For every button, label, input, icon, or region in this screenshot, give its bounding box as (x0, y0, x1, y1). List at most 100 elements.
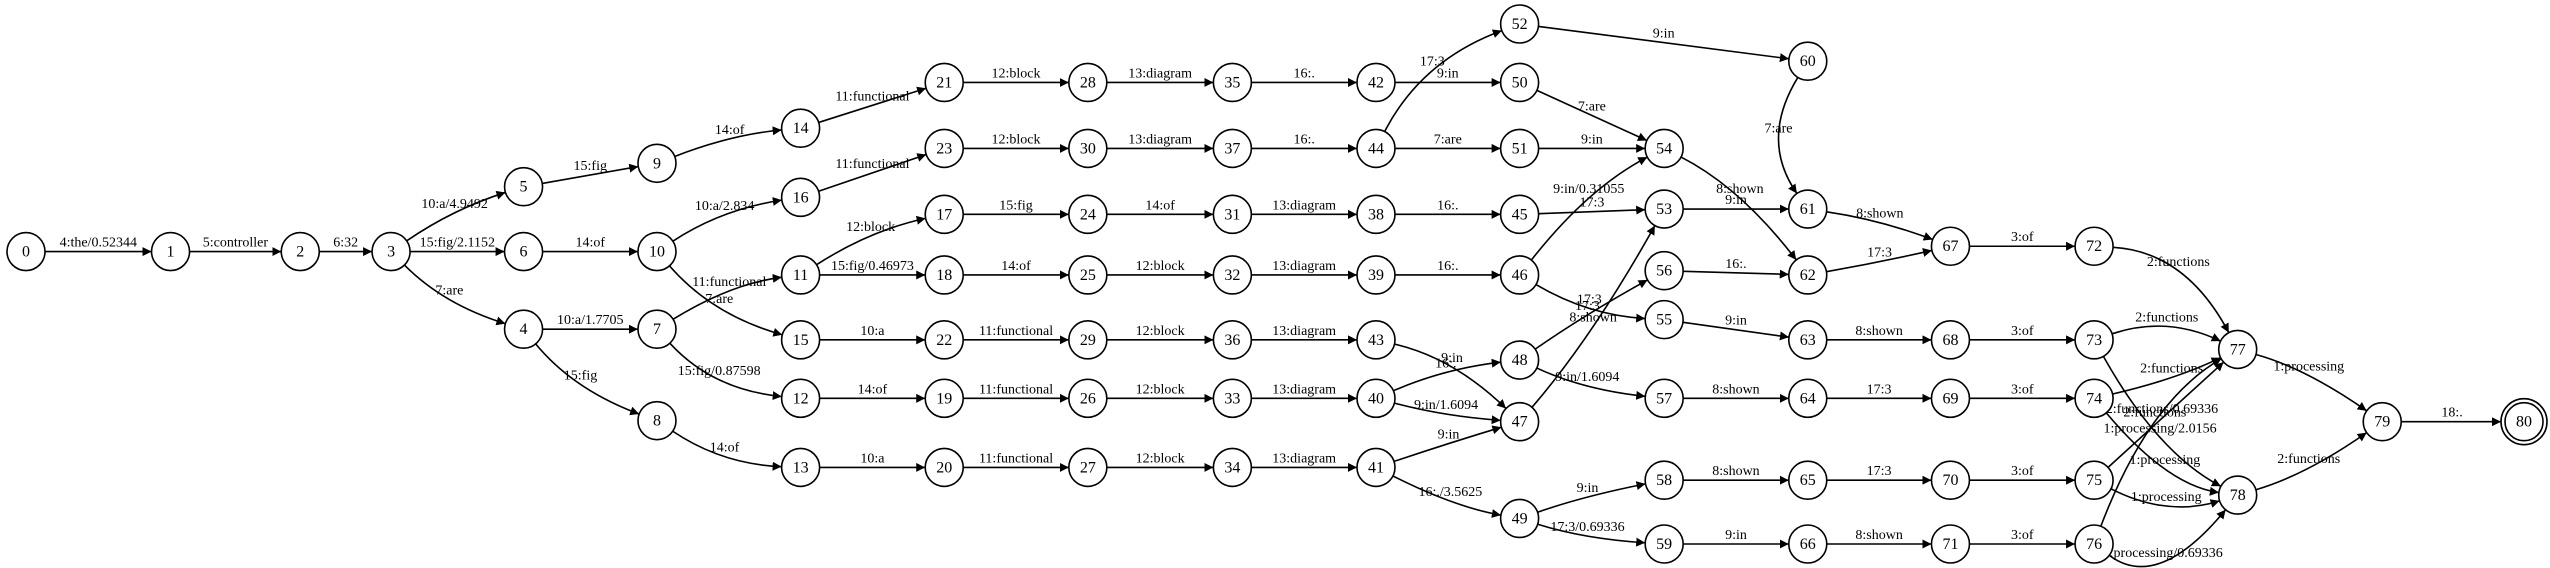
state-circle (2504, 401, 2544, 442)
edge-arrow (1826, 248, 1933, 273)
edge-18-25: 14:of (963, 259, 1069, 280)
state-label: 70 (1942, 472, 1958, 489)
state-circle (1787, 255, 1828, 295)
state-label: 4 (520, 321, 528, 338)
edge-41-47: 9:in (1393, 425, 1502, 463)
edge-21-28: 12:block (963, 66, 1069, 87)
state-label: 10 (649, 244, 665, 261)
state-node-72: 72 (2074, 226, 2114, 267)
state-label: 34 (1224, 459, 1240, 476)
state-node-61: 61 (1787, 189, 1828, 229)
edge-arrow (1534, 279, 1648, 350)
edge-label: 8:shown (1716, 182, 1763, 197)
edge-25-32: 12:block (1106, 259, 1214, 280)
edge-9-14: 14:of (674, 123, 782, 158)
edge-label: 12:block (1136, 382, 1185, 397)
state-node-24: 24 (1068, 194, 1108, 235)
edge-label: 12:block (1136, 259, 1185, 274)
edge-arrow (1531, 225, 1656, 408)
state-node-22: 22 (924, 320, 965, 360)
edge-arrow (1680, 156, 1797, 261)
state-node-33: 33 (1212, 378, 1253, 419)
edge-53-61: 9:in (1683, 193, 1789, 214)
state-node-70: 70 (1930, 460, 1971, 500)
state-label: 20 (936, 459, 952, 476)
edge-label: 16:. (1725, 257, 1746, 272)
edge-arrow (818, 86, 927, 124)
state-label: 46 (1512, 267, 1528, 284)
edge-49-58: 9:in (1537, 481, 1646, 513)
edge-label: 10:a (860, 451, 885, 466)
state-label: 75 (2086, 472, 2102, 489)
state-circle (1212, 320, 1253, 360)
state-label: 3 (387, 244, 395, 261)
state-label: 65 (1800, 472, 1816, 489)
edge-arrow (2100, 358, 2222, 527)
edge-50-54: 7:are (1536, 89, 1648, 142)
state-node-74: 74 (2074, 378, 2114, 419)
state-label: 49 (1512, 510, 1528, 527)
edge-30-37: 13:diagram (1106, 132, 1214, 153)
edge-label: 1:processing/2.0156 (2103, 421, 2216, 436)
state-label: 15 (793, 332, 809, 349)
state-label: 18 (936, 267, 952, 284)
edge-label: 1:processing (2130, 453, 2201, 468)
edge-arrow (1394, 402, 1501, 425)
edge-arrow (1392, 475, 1502, 519)
edge-22-29: 11:functional (963, 324, 1069, 345)
state-label: 19 (936, 390, 952, 407)
edge-arrow (674, 126, 782, 158)
edge-40-47: 9:in/1.6094 (1394, 398, 1501, 425)
edge-3-5: 10:a/4.9492 (406, 190, 506, 242)
state-circle (1356, 128, 1396, 169)
state-node-68: 68 (1930, 320, 1971, 360)
state-label: 54 (1656, 140, 1672, 157)
edge-49-59: 17:3/0.69336 (1537, 520, 1646, 547)
edge-2-3: 6:32 (319, 236, 373, 257)
edge-78-79: 2:functions (2255, 431, 2368, 491)
edge-arrow (542, 163, 639, 185)
edge-65-70: 17:3 (1826, 464, 1932, 485)
state-node-4: 4 (503, 309, 544, 349)
state-label: 11 (793, 267, 808, 284)
edge-77-79: 1:processing (2255, 353, 2368, 412)
state-node-51: 51 (1499, 128, 1540, 169)
state-node-79: 79 (2362, 401, 2403, 442)
state-node-17: 17 (924, 194, 965, 235)
edge-label: 9:in (1653, 27, 1675, 42)
edge-label: 3:of (2011, 230, 2034, 245)
state-label: 64 (1800, 390, 1816, 407)
edge-label: 18:. (2441, 406, 2462, 421)
state-circle (1499, 255, 1540, 295)
state-node-49: 49 (1499, 498, 1540, 539)
state-circle (1212, 447, 1253, 488)
edge-label: 8:shown (1569, 311, 1616, 326)
state-circle (1356, 378, 1396, 419)
state-node-46: 46 (1499, 255, 1540, 295)
edge-label: 12:block (1136, 451, 1185, 466)
state-circle (924, 128, 965, 169)
edge-63-68: 8:shown (1826, 324, 1932, 345)
edge-label: 16:. (1293, 132, 1314, 147)
state-node-26: 26 (1068, 378, 1108, 419)
state-circle (924, 255, 965, 295)
edge-label: 8:shown (1855, 324, 1902, 339)
edge-arrow (672, 430, 782, 471)
edge-arrow (1538, 25, 1790, 63)
edge-arrow (672, 196, 782, 242)
edge-label: 11:functional (979, 382, 1053, 397)
edge-arrow (403, 264, 506, 326)
state-label: 1 (167, 244, 175, 261)
edge-arrow (668, 265, 783, 337)
state-label: 26 (1080, 390, 1096, 407)
state-circle (637, 143, 677, 184)
state-circle (1787, 41, 1828, 82)
edge-arrow (1537, 481, 1646, 513)
state-label: 31 (1224, 206, 1240, 223)
state-label: 68 (1942, 332, 1958, 349)
state-node-59: 59 (1644, 524, 1684, 564)
state-circle (924, 194, 965, 235)
state-node-41: 41 (1356, 447, 1396, 488)
state-circle (1068, 62, 1108, 103)
